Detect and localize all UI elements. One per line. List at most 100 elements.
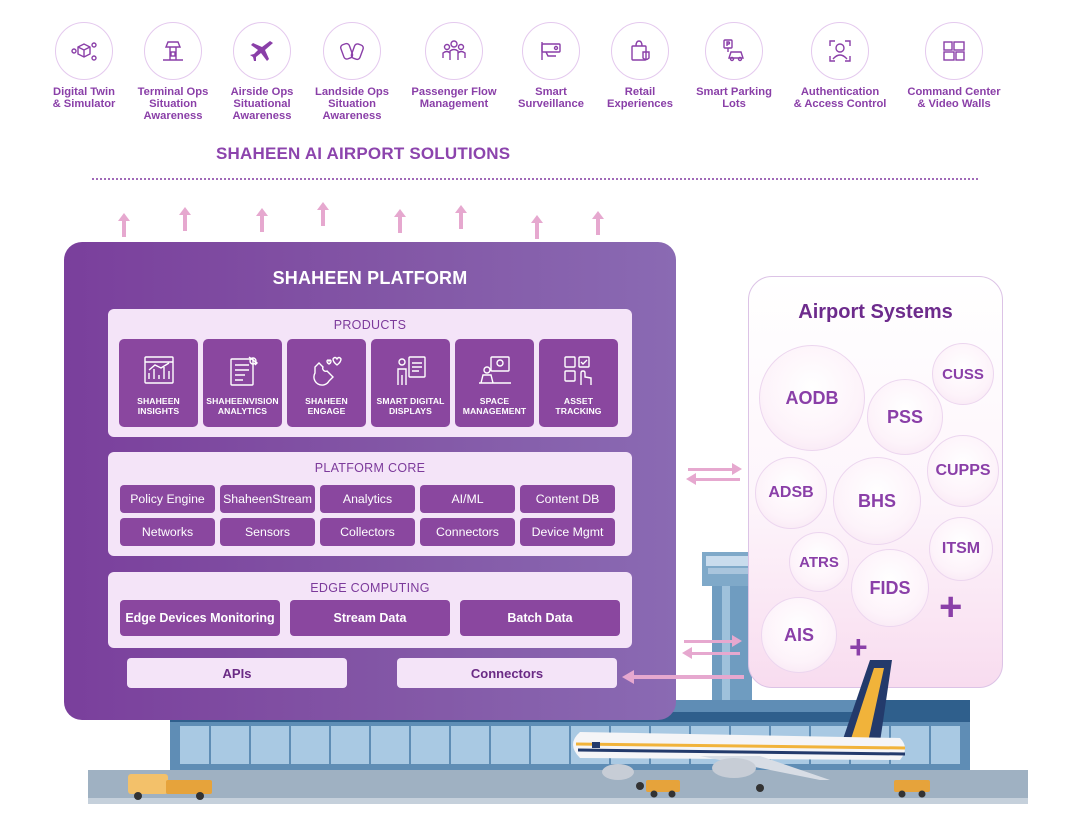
solution-label: Command Center & Video Walls [907, 86, 1001, 110]
exchange-arrows-icon [682, 635, 742, 659]
core-device-mgmt[interactable]: Device Mgmt [520, 518, 615, 546]
solution-label: Airside Ops Situational Awareness [230, 86, 294, 122]
solution-label: Terminal Ops Situation Awareness [137, 86, 209, 122]
solution-label: Smart Surveillance [518, 86, 584, 110]
system-cupps[interactable]: CUPPS [927, 435, 999, 507]
up-arrow-icon [454, 204, 468, 230]
solution-label: Digital Twin & Simulator [52, 86, 116, 110]
platform-title: SHAHEEN PLATFORM [272, 268, 468, 288]
platform-core-section: PLATFORM CORE Policy Engine ShaheenStrea… [108, 452, 632, 556]
plus-icon: + [849, 629, 868, 665]
edge-devices-monitoring[interactable]: Edge Devices Monitoring [120, 600, 280, 636]
solution-label: Retail Experiences [607, 86, 673, 110]
edge-computing-section: EDGE COMPUTING Edge Devices Monitoring S… [108, 572, 632, 648]
cctv-camera-icon [522, 22, 580, 80]
up-arrow-icon [117, 212, 131, 238]
shaheen-platform-panel: SHAHEEN PLATFORM PRODUCTS SHAHEEN INSIGH… [64, 242, 676, 720]
system-ais[interactable]: AIS [761, 597, 837, 673]
solution-digital-twin[interactable]: Digital Twin & Simulator [36, 22, 132, 110]
up-arrow-icon [178, 206, 192, 232]
solution-airside-ops[interactable]: Airside Ops Situational Awareness [214, 22, 310, 122]
apron-ground [88, 770, 1028, 800]
products-section: PRODUCTS SHAHEEN INSIGHTS SHAHEENVISION … [108, 309, 632, 437]
solutions-banner: SHAHEEN AI AIRPORT SOLUTIONS [216, 144, 511, 163]
cars-icon [323, 22, 381, 80]
platform-core-title: PLATFORM CORE [314, 461, 426, 475]
core-sensors[interactable]: Sensors [220, 518, 315, 546]
product-smart-digital-displays[interactable]: SMART DIGITAL DISPLAYS [371, 339, 450, 427]
product-label: SHAHEEN ENGAGE [305, 396, 348, 416]
product-label: SPACE MANAGEMENT [462, 396, 527, 416]
desk-person-icon [478, 356, 511, 384]
products-title: PRODUCTS [333, 318, 407, 332]
up-arrow-icon [393, 208, 407, 234]
up-arrow-icon [530, 214, 544, 240]
asset-check-icon [563, 356, 592, 385]
system-bhs[interactable]: BHS [833, 457, 921, 545]
solution-passenger-flow[interactable]: Passenger Flow Management [406, 22, 502, 110]
edge-computing-title: EDGE COMPUTING [310, 581, 430, 595]
product-shaheen-insights[interactable]: SHAHEEN INSIGHTS [119, 339, 198, 427]
up-arrow-icon [316, 198, 330, 230]
exchange-arrows-icon [686, 463, 742, 485]
person-display-icon [396, 356, 426, 385]
up-arrow-icon [255, 204, 269, 236]
connectors-button[interactable]: Connectors [397, 658, 617, 688]
tug-vehicle-illustration [646, 780, 930, 798]
up-arrow-icon [591, 210, 605, 236]
solution-authentication[interactable]: Authentication & Access Control [792, 22, 888, 110]
system-itsm[interactable]: ITSM [929, 517, 993, 581]
report-analytics-icon [229, 356, 258, 386]
system-cuss[interactable]: CUSS [932, 343, 994, 405]
product-space-management[interactable]: SPACE MANAGEMENT [455, 339, 534, 427]
system-adsb[interactable]: ADSB [755, 457, 827, 529]
solution-label: Landside Ops Situation Awareness [315, 86, 389, 122]
solution-command-center[interactable]: Command Center & Video Walls [906, 22, 1002, 110]
solution-label: Passenger Flow Management [411, 86, 497, 110]
shopping-bag-icon [611, 22, 669, 80]
airport-systems-title: Airport Systems [798, 301, 953, 323]
solution-smart-parking[interactable]: Smart Parking Lots [686, 22, 782, 110]
product-label: SMART DIGITAL DISPLAYS [376, 396, 445, 416]
airplane-icon [233, 22, 291, 80]
edge-batch-data[interactable]: Batch Data [460, 600, 620, 636]
magnet-hearts-icon [312, 356, 342, 386]
core-analytics[interactable]: Analytics [320, 485, 415, 513]
face-scan-icon [811, 22, 869, 80]
solution-landside-ops[interactable]: Landside Ops Situation Awareness [304, 22, 400, 122]
solutions-row: Digital Twin & Simulator Terminal Ops Si… [40, 22, 1040, 132]
product-label: ASSET TRACKING [555, 396, 602, 416]
system-aodb[interactable]: AODB [759, 345, 865, 451]
system-atrs[interactable]: ATRS [789, 532, 849, 592]
product-label: SHAHEENVISION ANALYTICS [206, 396, 279, 416]
edge-stream-data[interactable]: Stream Data [290, 600, 450, 636]
apis-button[interactable]: APIs [127, 658, 347, 688]
baggage-truck-illustration [128, 774, 212, 800]
product-shaheenvision-analytics[interactable]: SHAHEENVISION ANALYTICS [203, 339, 282, 427]
core-collectors[interactable]: Collectors [320, 518, 415, 546]
solution-terminal-ops[interactable]: Terminal Ops Situation Awareness [125, 22, 221, 122]
core-content-db[interactable]: Content DB [520, 485, 615, 513]
solution-smart-surveillance[interactable]: Smart Surveillance [503, 22, 599, 110]
core-networks[interactable]: Networks [120, 518, 215, 546]
product-asset-tracking[interactable]: ASSET TRACKING [539, 339, 618, 427]
connector-arrow-icon [622, 670, 744, 684]
control-tower-icon [144, 22, 202, 80]
parking-car-icon [705, 22, 763, 80]
solution-retail[interactable]: Retail Experiences [592, 22, 688, 110]
core-connectors[interactable]: Connectors [420, 518, 515, 546]
people-group-icon [425, 22, 483, 80]
core-policy-engine[interactable]: Policy Engine [120, 485, 215, 513]
airport-systems-panel: Airport Systems AODB PSS CUSS ADSB BHS C… [748, 276, 1003, 688]
core-ai-ml[interactable]: AI/ML [420, 485, 515, 513]
solution-label: Smart Parking Lots [696, 86, 772, 110]
solution-label: Authentication & Access Control [793, 86, 887, 110]
product-shaheen-engage[interactable]: SHAHEEN ENGAGE [287, 339, 366, 427]
video-wall-icon [925, 22, 983, 80]
dashboard-chart-icon [143, 356, 174, 384]
system-fids[interactable]: FIDS [851, 549, 929, 627]
core-shaheenstream[interactable]: ShaheenStream [220, 485, 315, 513]
system-pss[interactable]: PSS [867, 379, 943, 455]
cube-network-icon [55, 22, 113, 80]
plus-icon: + [939, 585, 963, 629]
